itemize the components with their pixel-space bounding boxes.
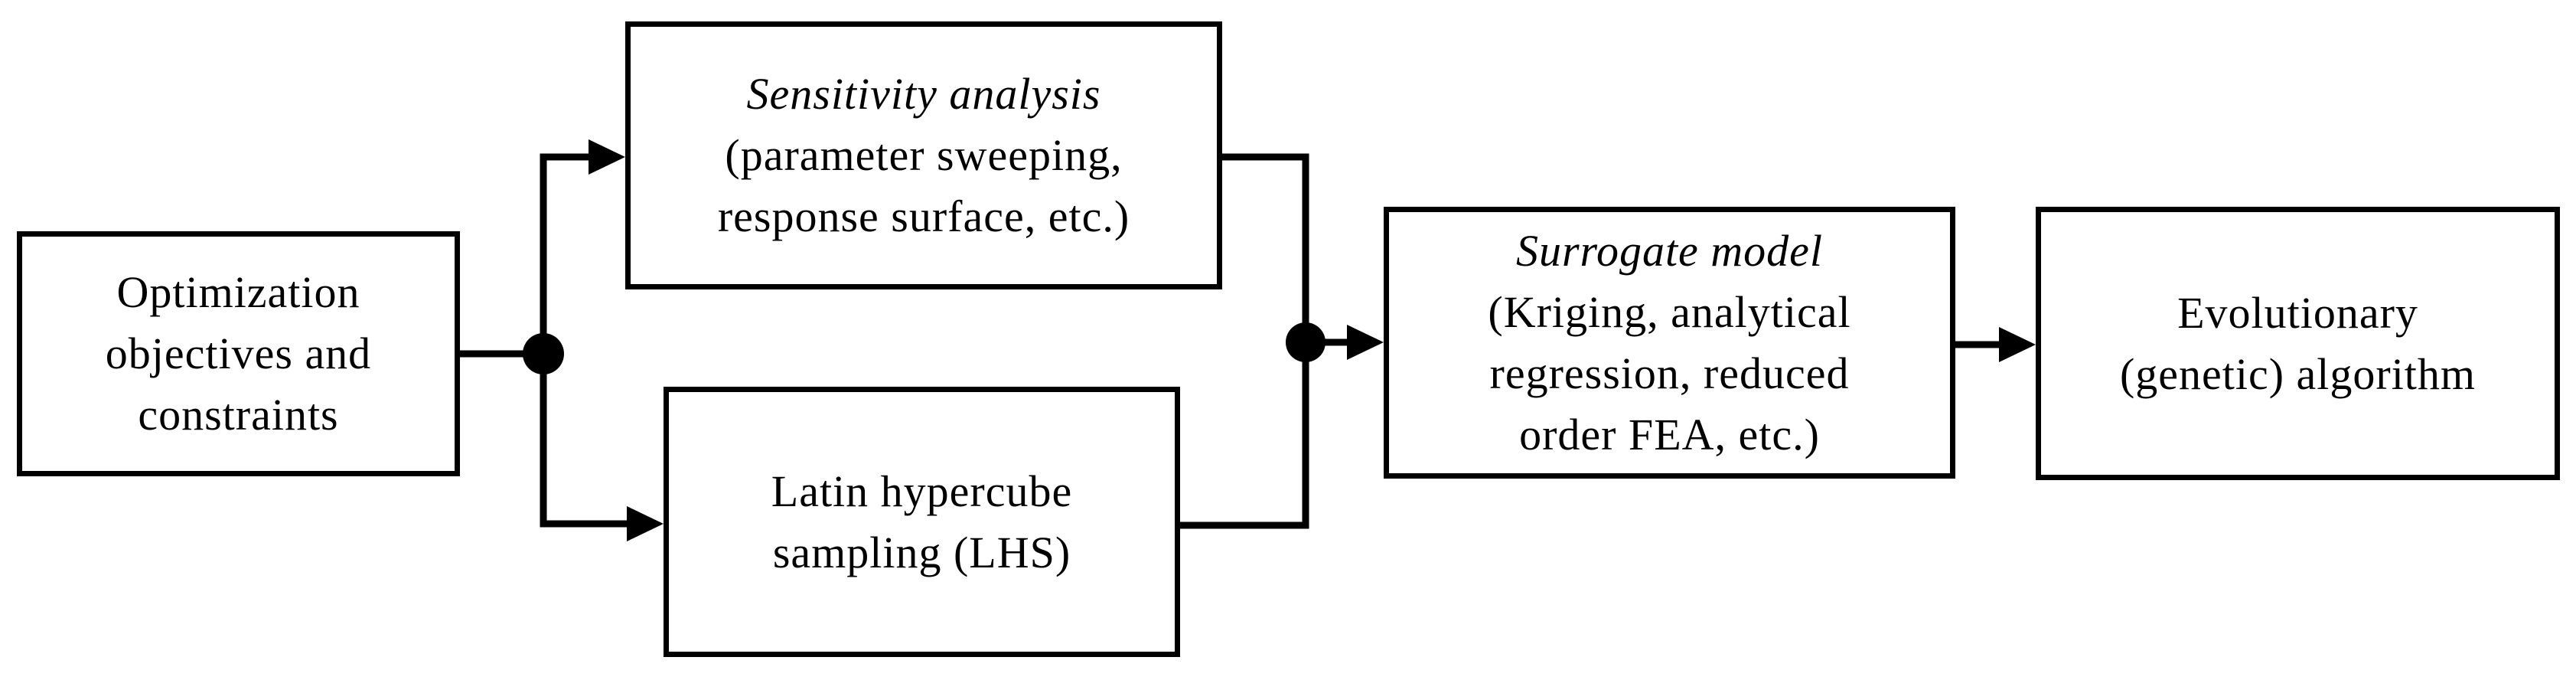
surrogate-model-box: Surrogate model (Kriging, analytical reg… [1384,207,1955,479]
box-text-line: (Kriging, analytical [1488,286,1851,337]
evolutionary-algorithm-box: Evolutionary (genetic) algorithm [2036,207,2560,480]
box-text-line: sampling (LHS) [772,527,1071,577]
box-text-line: Optimization [116,267,360,317]
box-text-line: (genetic) algorithm [2119,348,2477,399]
box-text-line: constraints [138,390,339,440]
box-title: Sensitivity analysis [746,69,1101,119]
split-junction-dot [523,333,564,374]
connector-split-to-lhs [540,354,664,541]
box-text-line: objectives and [105,329,372,378]
arrowhead-into-evolutionary [1999,327,2036,362]
connector-sensitivity-to-merge [1222,153,1309,342]
box-text-line: order FEA, etc.) [1519,409,1820,459]
box-text-line: Evolutionary [2177,287,2418,338]
box-text-line: Latin hypercube [771,466,1073,516]
box-text-line: (parameter sweeping, [725,130,1123,180]
optimization-objectives-box: Optimization objectives and constraints [17,231,460,476]
connector-surrogate-to-evolutionary [1955,327,2036,362]
connector-merge-to-surrogate [1306,325,1384,360]
arrowhead-into-sensitivity [589,139,625,175]
latin-hypercube-sampling-box: Latin hypercube sampling (LHS) [664,387,1180,657]
box-text-line: response surface, etc.) [717,191,1130,241]
arrowhead-into-lhs [627,506,664,541]
connector-split-to-sensitivity [540,139,625,354]
box-title: Surrogate model [1515,225,1824,276]
box-text-line: regression, reduced [1489,348,1850,398]
sensitivity-analysis-box: Sensitivity analysis (parameter sweeping… [625,21,1222,289]
connector-lhs-to-merge [1180,342,1309,529]
arrowhead-into-surrogate [1347,325,1384,360]
